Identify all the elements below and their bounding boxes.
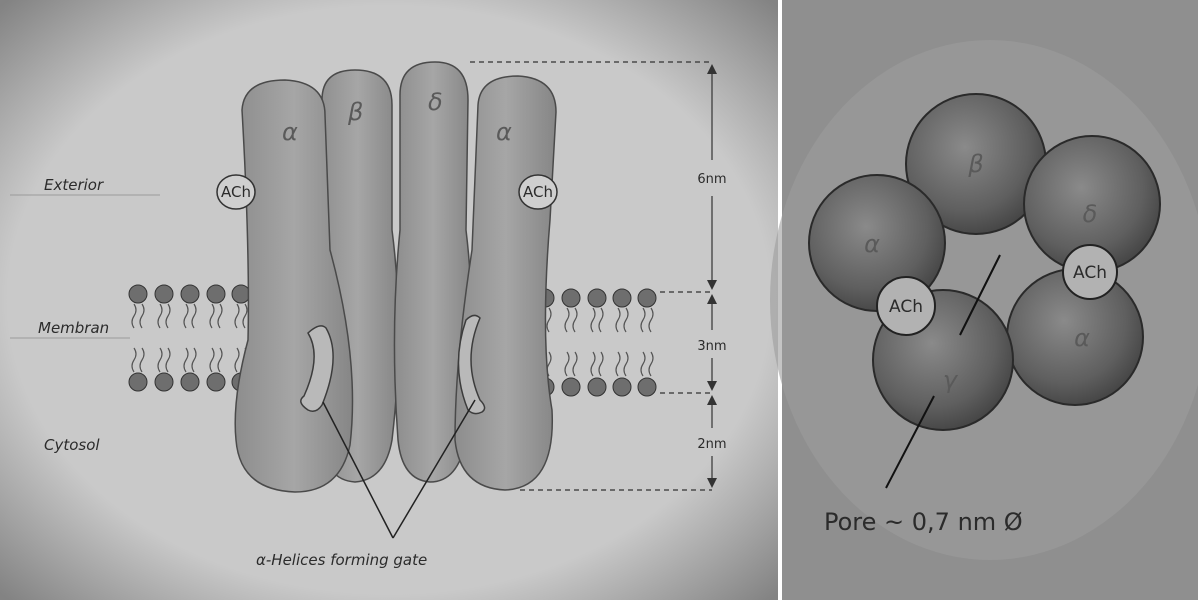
dimension-label-2nm: 2nm	[697, 437, 726, 452]
dimension-label-6nm: 6nm	[697, 172, 726, 187]
subunit-label-alpha-right: α	[496, 118, 512, 146]
pore-label: Pore ~ 0,7 nm Ø	[824, 508, 1023, 536]
top-label-beta: β	[967, 150, 983, 178]
top-ach-label-right: ACh	[1073, 263, 1107, 283]
top-ach-site-right: ACh	[1063, 245, 1117, 299]
top-label-gamma: γ	[943, 366, 959, 394]
top-label-delta: δ	[1083, 200, 1098, 228]
ach-site-left: ACh	[217, 175, 255, 209]
region-label-cytosol: Cytosol	[44, 436, 100, 454]
top-ach-label-left: ACh	[889, 297, 923, 317]
top-view-panel: β δ α α γ ACh ACh Pore ~ 0,7 nm Ø	[770, 0, 1198, 600]
subunit-label-beta: β	[347, 98, 363, 126]
dimension-label-3nm: 3nm	[697, 339, 726, 354]
top-ach-site-left: ACh	[877, 277, 935, 335]
top-label-alpha-right: α	[1074, 324, 1090, 352]
subunit-label-alpha-left: α	[282, 118, 298, 146]
ach-label-right: ACh	[523, 183, 553, 201]
ach-label-left: ACh	[221, 183, 251, 201]
ach-site-right: ACh	[519, 175, 557, 209]
subunit-label-delta: δ	[428, 88, 443, 116]
gate-label: α-Helices forming gate	[256, 551, 427, 569]
side-view-panel: α β δ α ACh ACh Exterior Membran Cytosol	[0, 0, 778, 600]
region-label-exterior: Exterior	[44, 176, 104, 194]
top-label-alpha-left: α	[864, 230, 880, 258]
region-label-membran: Membran	[38, 319, 109, 337]
